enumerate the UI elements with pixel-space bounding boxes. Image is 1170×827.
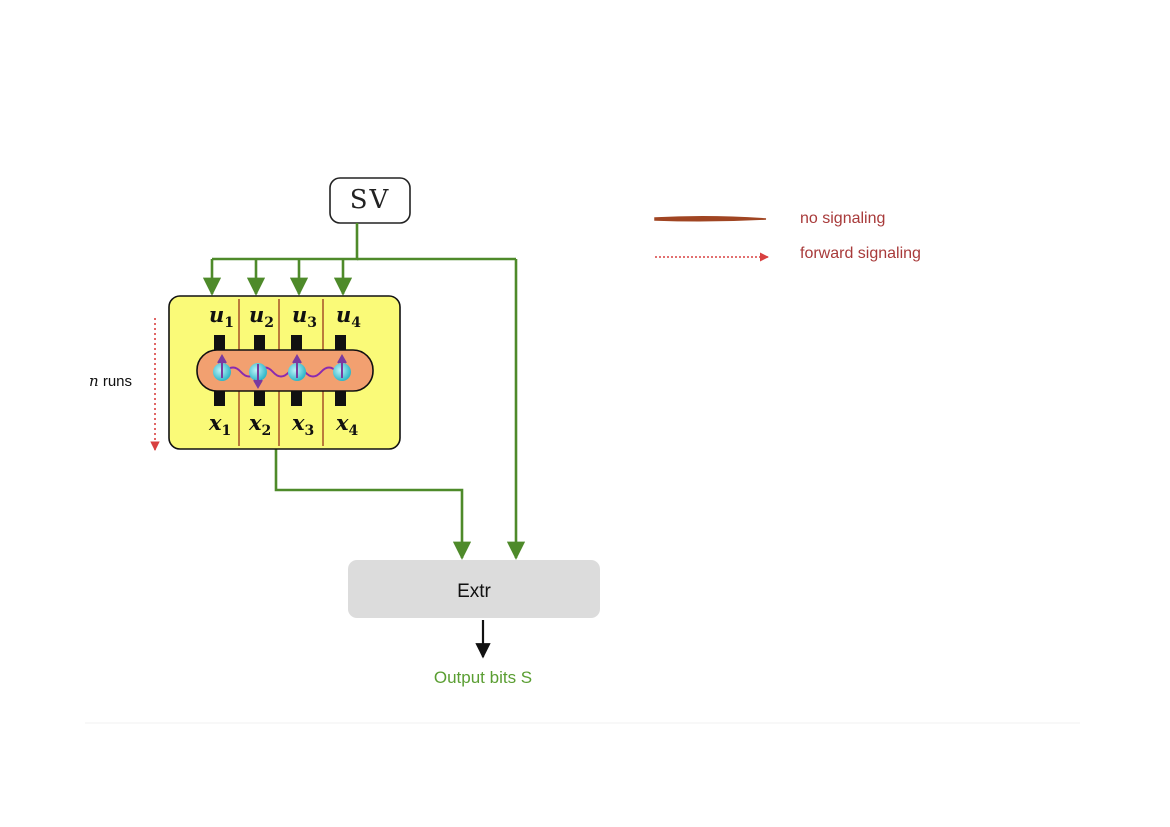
qubits xyxy=(213,353,351,390)
block-bottom-2 xyxy=(254,391,265,406)
sv-source: SV xyxy=(329,177,411,224)
block-bottom-3 xyxy=(291,391,302,406)
qubit-2 xyxy=(249,363,267,390)
block-top-2 xyxy=(254,335,265,351)
spin-arrow-icon xyxy=(292,353,302,378)
input-label-u4: u4 xyxy=(336,302,361,331)
output-label-x2: x2 xyxy=(248,410,271,439)
extractor: Extr xyxy=(348,560,600,618)
runs-label: n runs xyxy=(89,372,132,390)
block-top-1 xyxy=(214,335,225,351)
input-label-u2: u2 xyxy=(249,302,274,331)
legend: no signaling forward signaling xyxy=(654,210,921,262)
no-signaling-swatch xyxy=(654,215,767,222)
output-label-x4: x4 xyxy=(335,410,359,439)
legend-item-no-signaling: no signaling xyxy=(654,210,885,227)
interaction-wave xyxy=(224,366,338,378)
quantum-device: u1 u2 u3 u4 x1 x2 x3 x4 xyxy=(168,295,401,450)
block-bottom-4 xyxy=(335,391,346,406)
extractor-label: Extr xyxy=(457,581,491,602)
legend-label-forward-signaling: forward signaling xyxy=(800,245,921,262)
input-label-u3: u3 xyxy=(292,302,317,331)
legend-label-no-signaling: no signaling xyxy=(800,210,885,227)
qubit-4 xyxy=(333,353,351,381)
measurement-blocks-top xyxy=(214,335,346,351)
spin-arrow-icon xyxy=(253,364,263,390)
block-top-4 xyxy=(335,335,346,351)
sv-label: SV xyxy=(350,185,391,215)
block-top-3 xyxy=(291,335,302,351)
runs-indicator: n runs xyxy=(89,318,160,451)
spin-chain xyxy=(196,349,374,392)
spin-arrow-icon xyxy=(337,353,347,378)
output-label: Output bits S xyxy=(434,668,532,687)
seed-wires xyxy=(202,223,526,560)
output-label-x1: x1 xyxy=(208,410,231,439)
sv-box xyxy=(329,177,411,224)
block-bottom-1 xyxy=(214,391,225,406)
sv-trunk-wire xyxy=(212,223,359,261)
input-label-u1: u1 xyxy=(209,302,234,331)
legend-item-forward-signaling: forward signaling xyxy=(655,245,921,262)
qubit-3 xyxy=(288,353,306,381)
measurement-blocks-bottom xyxy=(214,391,346,406)
output-labels: x1 x2 x3 x4 xyxy=(208,410,359,439)
device-to-extr-wire xyxy=(274,449,472,560)
input-labels: u1 u2 u3 u4 xyxy=(209,302,361,331)
extractor-box xyxy=(348,560,600,618)
spin-arrow-icon xyxy=(217,353,227,378)
qubit-1 xyxy=(213,353,231,381)
output-label-x3: x3 xyxy=(291,410,314,439)
